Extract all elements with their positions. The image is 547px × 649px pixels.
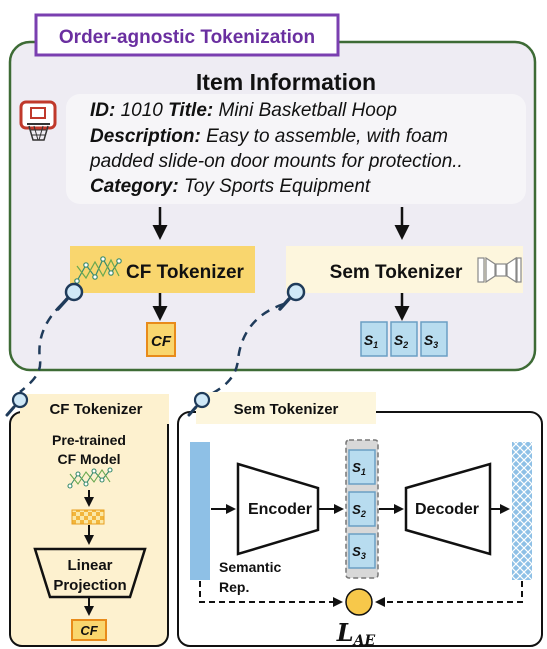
code-1: S1 — [348, 449, 376, 485]
proj-line2: Projection — [53, 577, 126, 594]
item-desc-line2: padded slide-on door mounts for protecti… — [90, 151, 463, 173]
dashed-link-cf — [19, 303, 63, 393]
cf-detail-tab — [20, 394, 169, 424]
cf-token — [146, 322, 176, 357]
magnifier-icon-cf — [56, 282, 84, 311]
encoder-label: Encoder — [248, 501, 312, 518]
item-category-line: Category: Toy Sports Equipment — [90, 176, 370, 198]
desc-label: Description: — [90, 126, 201, 147]
graph-icon — [74, 256, 122, 284]
loss-path-right — [375, 581, 523, 607]
title-label: Title: — [168, 100, 214, 121]
cf-model-line2: CF Model — [58, 451, 121, 467]
desc-line2: padded slide-on door mounts for protecti… — [90, 151, 463, 172]
header-box — [34, 13, 340, 57]
autoencoder-icon — [477, 256, 522, 284]
cf-detail-tab-label: CF Tokenizer — [49, 401, 142, 418]
encoder-block — [236, 462, 320, 556]
sem-token-1: S1 — [360, 321, 388, 357]
loss-subscript: AE — [352, 633, 376, 649]
semantic-rep-bar — [190, 442, 210, 580]
loss-label: LAE — [336, 618, 376, 649]
cf-detail-token-label: CF — [80, 623, 98, 638]
id-label: ID: — [90, 100, 116, 121]
cf-model-line1: Pre-trained — [52, 432, 126, 448]
proj-line1: Linear — [67, 557, 112, 574]
cf-graph-icon — [67, 467, 113, 489]
sem-token-2: S2 — [390, 321, 418, 357]
loss-path-left — [199, 581, 343, 607]
category-label: Category: — [90, 176, 179, 197]
cf-tokenizer-box — [70, 246, 255, 293]
basketball-hoop-icon — [19, 100, 57, 141]
loss-symbol: L — [336, 618, 354, 647]
rep-line1: Semantic — [219, 559, 281, 575]
rep-line2: Rep. — [219, 579, 249, 595]
desc-line1: Easy to assemble, with foam — [206, 126, 448, 147]
item-text-area — [66, 94, 526, 204]
magnifier-icon-sem-detail — [187, 391, 211, 417]
cf-tokenizer-label: CF Tokenizer — [126, 262, 244, 283]
cf-token-label: CF — [151, 333, 172, 350]
dashed-link-sem — [204, 302, 285, 399]
decoder-label: Decoder — [415, 501, 479, 518]
header-title: Order-agnostic Tokenization — [59, 27, 315, 48]
title-value: Mini Basketball Hoop — [218, 100, 397, 121]
cf-embedding — [71, 509, 105, 525]
reconstruction-bar — [512, 442, 532, 580]
code-2: S2 — [348, 491, 376, 527]
item-desc-line: Description: Easy to assemble, with foam — [90, 126, 448, 148]
sem-tokenizer-label: Sem Tokenizer — [330, 262, 463, 283]
sem-detail-tab-label: Sem Tokenizer — [234, 401, 339, 418]
magnifier-icon-cf-detail — [5, 391, 29, 417]
decoder-block — [404, 462, 492, 556]
linear-projection-block — [33, 547, 147, 599]
code-3: S3 — [348, 533, 376, 569]
sem-detail-tab — [196, 392, 376, 424]
id-value: 1010 — [120, 100, 163, 121]
sem-token-3: S3 — [420, 321, 448, 357]
magnifier-icon-sem — [278, 282, 306, 311]
item-id-line: ID: 1010 Title: Mini Basketball Hoop — [90, 100, 397, 122]
loss-node — [345, 588, 373, 616]
category-value: Toy Sports Equipment — [183, 176, 371, 197]
cf-detail-token — [71, 619, 107, 641]
item-info-heading: Item Information — [196, 69, 376, 95]
